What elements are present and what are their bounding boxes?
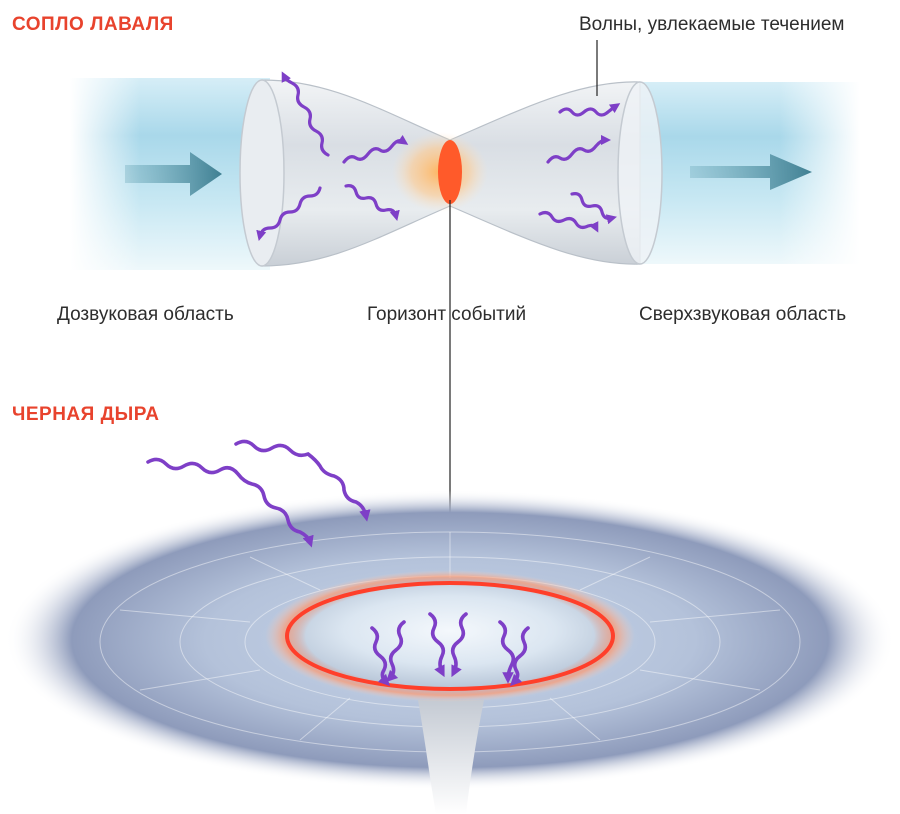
wave-hole-4 bbox=[385, 620, 406, 683]
wave-nozzle-6 bbox=[546, 134, 612, 164]
supersonic-region-label: Сверхзвуковая область bbox=[639, 304, 847, 325]
wave-hole-5 bbox=[428, 612, 446, 678]
inflow-arrow bbox=[125, 152, 222, 196]
event-horizon-label: Горизонт событий bbox=[367, 304, 527, 325]
throat-horizon bbox=[438, 140, 462, 204]
wave-nozzle-4 bbox=[256, 186, 322, 241]
wave-hole-7 bbox=[498, 620, 516, 684]
black-hole-title: ЧЕРНАЯ ДЫРА bbox=[12, 404, 160, 425]
wave-nozzle-3 bbox=[344, 184, 400, 221]
outlet-opening bbox=[617, 81, 663, 265]
wave-hole-2 bbox=[234, 439, 371, 522]
laval-nozzle bbox=[70, 78, 860, 270]
wave-nozzle-8 bbox=[538, 210, 599, 233]
outflow-arrow bbox=[690, 154, 812, 190]
wave-nozzle-5 bbox=[558, 103, 621, 117]
laval-nozzle-title: СОПЛО ЛАВАЛЯ bbox=[12, 14, 174, 35]
black-hole bbox=[5, 490, 895, 814]
inlet-opening bbox=[239, 79, 285, 267]
waves-carried-label: Волны, увлекаемые течением bbox=[579, 14, 845, 35]
gravity-funnel bbox=[418, 700, 484, 814]
event-horizon-ring bbox=[285, 581, 615, 691]
wave-nozzle-1 bbox=[281, 71, 330, 157]
wave-hole-1 bbox=[146, 457, 314, 548]
wave-nozzle-7 bbox=[570, 192, 617, 225]
wave-hole-3 bbox=[370, 626, 391, 687]
subsonic-region-label: Дозвуковая область bbox=[57, 304, 234, 325]
wave-hole-6 bbox=[450, 612, 468, 678]
wave-nozzle-2 bbox=[342, 134, 409, 164]
wave-hole-8 bbox=[509, 626, 530, 687]
